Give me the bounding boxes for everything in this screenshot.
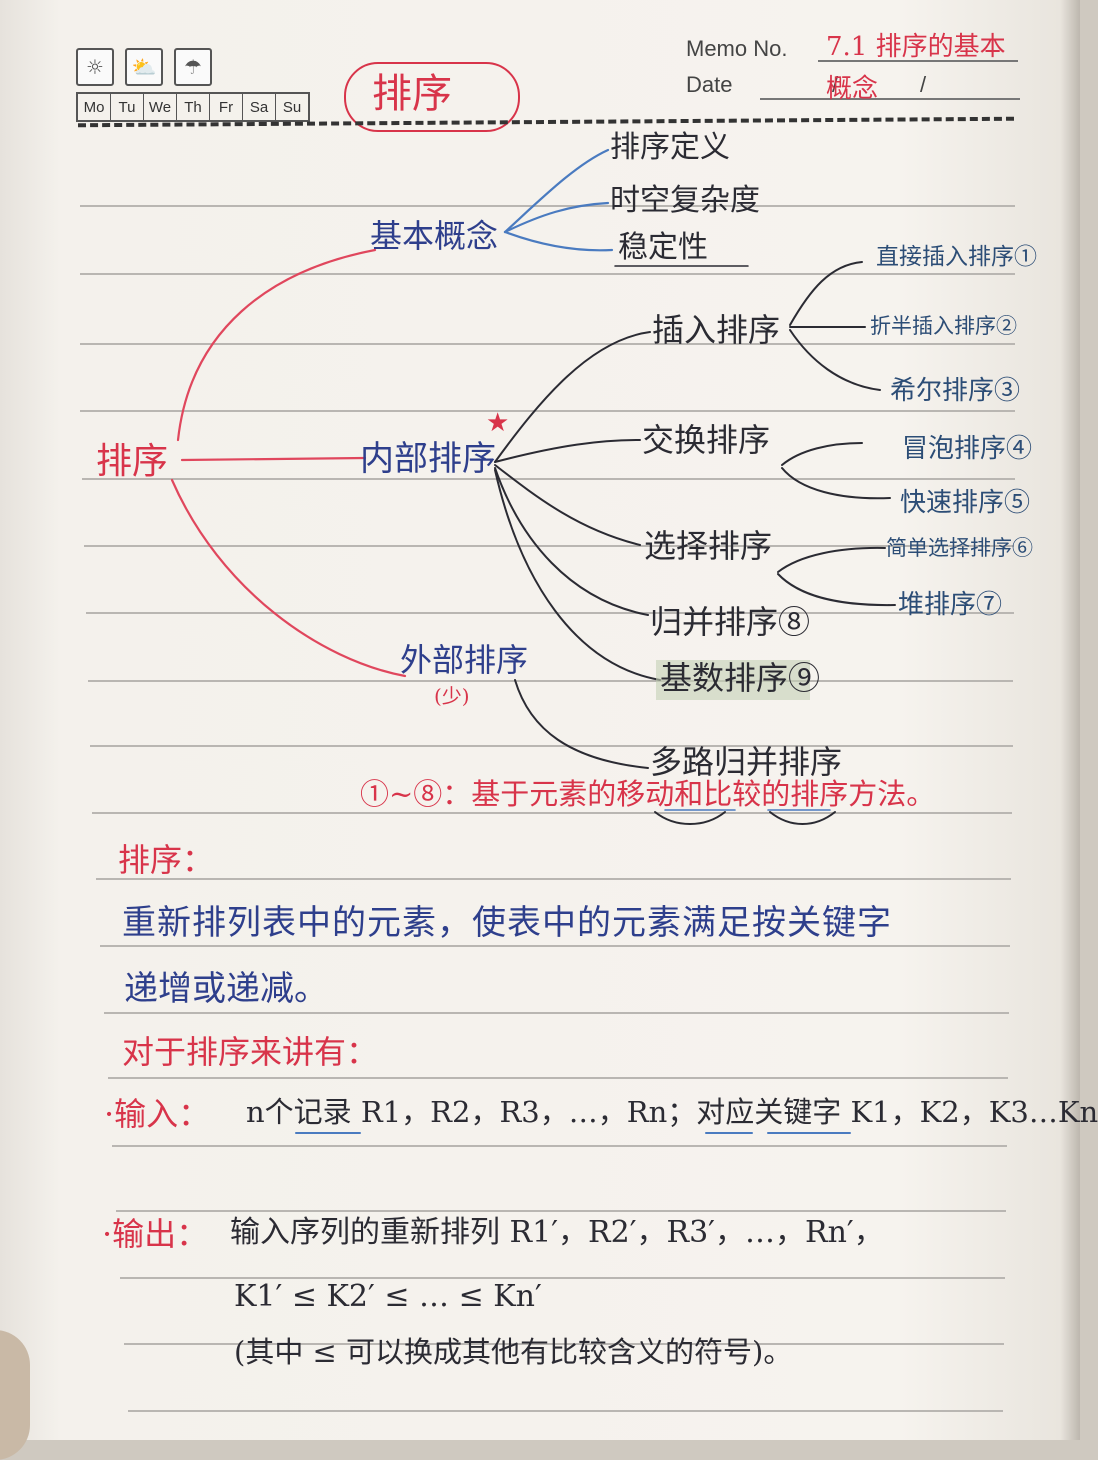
output-line-3: (其中 ≤ 可以换成其他有比较含义的符号)。: [234, 1335, 793, 1369]
node-complexity: 时空复杂度: [610, 183, 760, 218]
node-merge-sort: 归并排序⑧: [650, 603, 811, 641]
ruled-line: [96, 878, 1011, 880]
node-heap-sort: 堆排序⑦: [898, 590, 1003, 620]
ruled-line: [116, 1210, 1006, 1212]
ruled-line: [80, 205, 1015, 207]
ruled-line: [124, 1343, 1004, 1345]
node-simple-selection: 简单选择排序⑥: [886, 536, 1033, 560]
ruled-line: [100, 945, 1010, 947]
day-tu: Tu: [111, 94, 144, 120]
node-basic-concepts: 基本概念: [370, 217, 499, 255]
node-external-sort: 外部排序: [400, 641, 529, 679]
memo-underline: [818, 60, 1018, 62]
node-shell-sort: 希尔排序③: [890, 376, 1021, 406]
ruled-line: [88, 680, 1013, 682]
input-text: n个记录 R1，R2，R3，…，Rn；对应关键字 K1，K2，K3…Kn: [246, 1095, 1098, 1129]
output-label: ·输出：: [102, 1215, 209, 1253]
node-exchange-sort: 交换排序: [642, 421, 771, 459]
mindmap-footnote: ①~⑧：基于元素的移动和比较的排序方法。: [360, 777, 936, 811]
memo-label: Memo No.: [686, 36, 788, 61]
node-multiway-merge: 多路归并排序: [650, 743, 843, 781]
node-direct-insertion: 直接插入排序①: [876, 244, 1037, 270]
ruled-line: [128, 1410, 1003, 1412]
date-label: Date: [686, 72, 733, 97]
node-quick-sort: 快速排序⑤: [900, 488, 1031, 518]
day-we: We: [144, 94, 177, 120]
day-mo: Mo: [78, 94, 111, 120]
output-line-2: K1′ ≤ K2′ ≤ … ≤ Kn′: [234, 1279, 542, 1314]
ruled-line: [80, 410, 1015, 412]
mindmap-connectors: [170, 148, 896, 1134]
mindmap-root: 排序: [96, 441, 169, 482]
radix-highlight: [656, 660, 810, 700]
ruled-line: [86, 612, 1014, 614]
partly-cloudy-icon: ⛅: [125, 48, 163, 86]
node-bubble-sort: 冒泡排序④: [902, 434, 1033, 464]
node-stability: 稳定性: [618, 230, 708, 265]
day-th: Th: [177, 94, 210, 120]
ruled-line: [80, 343, 1015, 345]
finger-shadow: [0, 1330, 30, 1460]
rain-cloud-icon: ☂: [174, 48, 212, 86]
date-underline: [760, 98, 1020, 100]
ruled-line: [84, 545, 1014, 547]
weekday-row: Mo Tu We Th Fr Sa Su: [76, 92, 310, 122]
ruled-line: [104, 1012, 1009, 1014]
title-box: [344, 62, 520, 132]
external-note: (少): [434, 684, 470, 708]
input-label: ·输入：: [104, 1095, 211, 1133]
ruled-line: [80, 273, 1015, 275]
memo-value: 7.1 排序的基本概念: [826, 32, 1006, 104]
page-title: 排序: [372, 71, 452, 117]
ruled-line: [112, 1145, 1007, 1147]
node-internal-sort: 内部排序: [360, 439, 496, 479]
date-separator: /: [832, 72, 839, 97]
node-sort-definition: 排序定义: [610, 130, 730, 165]
star-mark: ★: [486, 408, 510, 438]
day-su: Su: [282, 98, 302, 116]
node-radix-sort: 基数排序⑨: [660, 659, 821, 697]
node-insertion-sort: 插入排序: [652, 311, 781, 349]
node-binary-insertion: 折半插入排序②: [870, 314, 1017, 338]
notes-heading: 排序：: [118, 841, 215, 879]
output-text: 输入序列的重新排列 R1′，R2′，R3′，…，Rn′，: [230, 1215, 884, 1250]
date-separator: /: [920, 72, 927, 97]
day-sa: Sa: [243, 94, 276, 120]
node-selection-sort: 选择排序: [644, 527, 773, 565]
definition-line-1: 重新排列表中的元素，使表中的元素满足按关键字: [122, 903, 892, 943]
notes-subheading: 对于排序来讲有：: [122, 1033, 379, 1071]
day-fr: Fr: [210, 94, 243, 120]
ruled-line: [120, 1277, 1005, 1279]
sun-icon: ☼: [76, 48, 114, 86]
ruled-line: [90, 745, 1013, 747]
ruled-line: [82, 478, 1015, 480]
definition-line-2: 递增或递减。: [124, 969, 328, 1009]
ruled-line: [108, 1077, 1008, 1079]
ruled-line: [92, 812, 1012, 814]
